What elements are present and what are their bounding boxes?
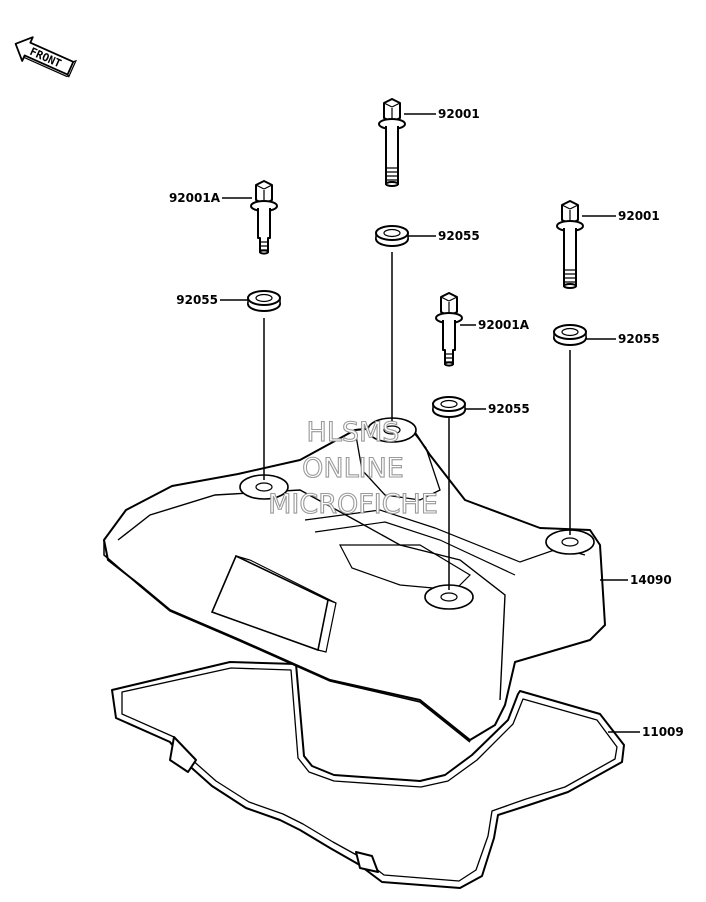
washer-92055-left [247, 290, 281, 312]
watermark: HLSMS ONLINE MICROFICHE [268, 416, 439, 520]
callout-92001a-middle: 92001A [478, 318, 530, 332]
watermark-line-3: MICROFICHE [268, 489, 438, 520]
callout-labels: 92001 92001A 92001 92001A 92055 92055 92… [169, 107, 684, 739]
bolt-92001a-left [250, 180, 278, 255]
callout-92001-top-center: 92001 [438, 107, 480, 121]
callout-92001a-left: 92001A [169, 191, 221, 205]
alignment-lines [263, 252, 571, 590]
gasket-11009 [111, 661, 625, 889]
callout-92055-middle: 92055 [488, 402, 530, 416]
callout-14090: 14090 [630, 573, 672, 587]
leader-lines [220, 113, 640, 733]
callout-92055-left: 92055 [176, 293, 218, 307]
callout-92055-top-center: 92055 [438, 229, 480, 243]
callout-92001-right: 92001 [618, 209, 660, 223]
washer-92055-middle [432, 396, 466, 418]
watermark-line-1: HLSMS [307, 417, 400, 448]
front-marker: FRONT [14, 36, 78, 78]
washer-92055-top-center [375, 225, 409, 247]
callout-11009: 11009 [642, 725, 684, 739]
bolt-92001a-middle [435, 292, 463, 367]
watermark-line-2: ONLINE [302, 453, 404, 484]
washer-92055-right [553, 324, 587, 346]
callout-92055-right: 92055 [618, 332, 660, 346]
bolt-92001-top-center [378, 98, 406, 187]
cylinder-head-cover-14090 [103, 417, 606, 743]
front-arrow-icon: FRONT [14, 36, 78, 78]
bolt-92001-right [556, 200, 584, 289]
